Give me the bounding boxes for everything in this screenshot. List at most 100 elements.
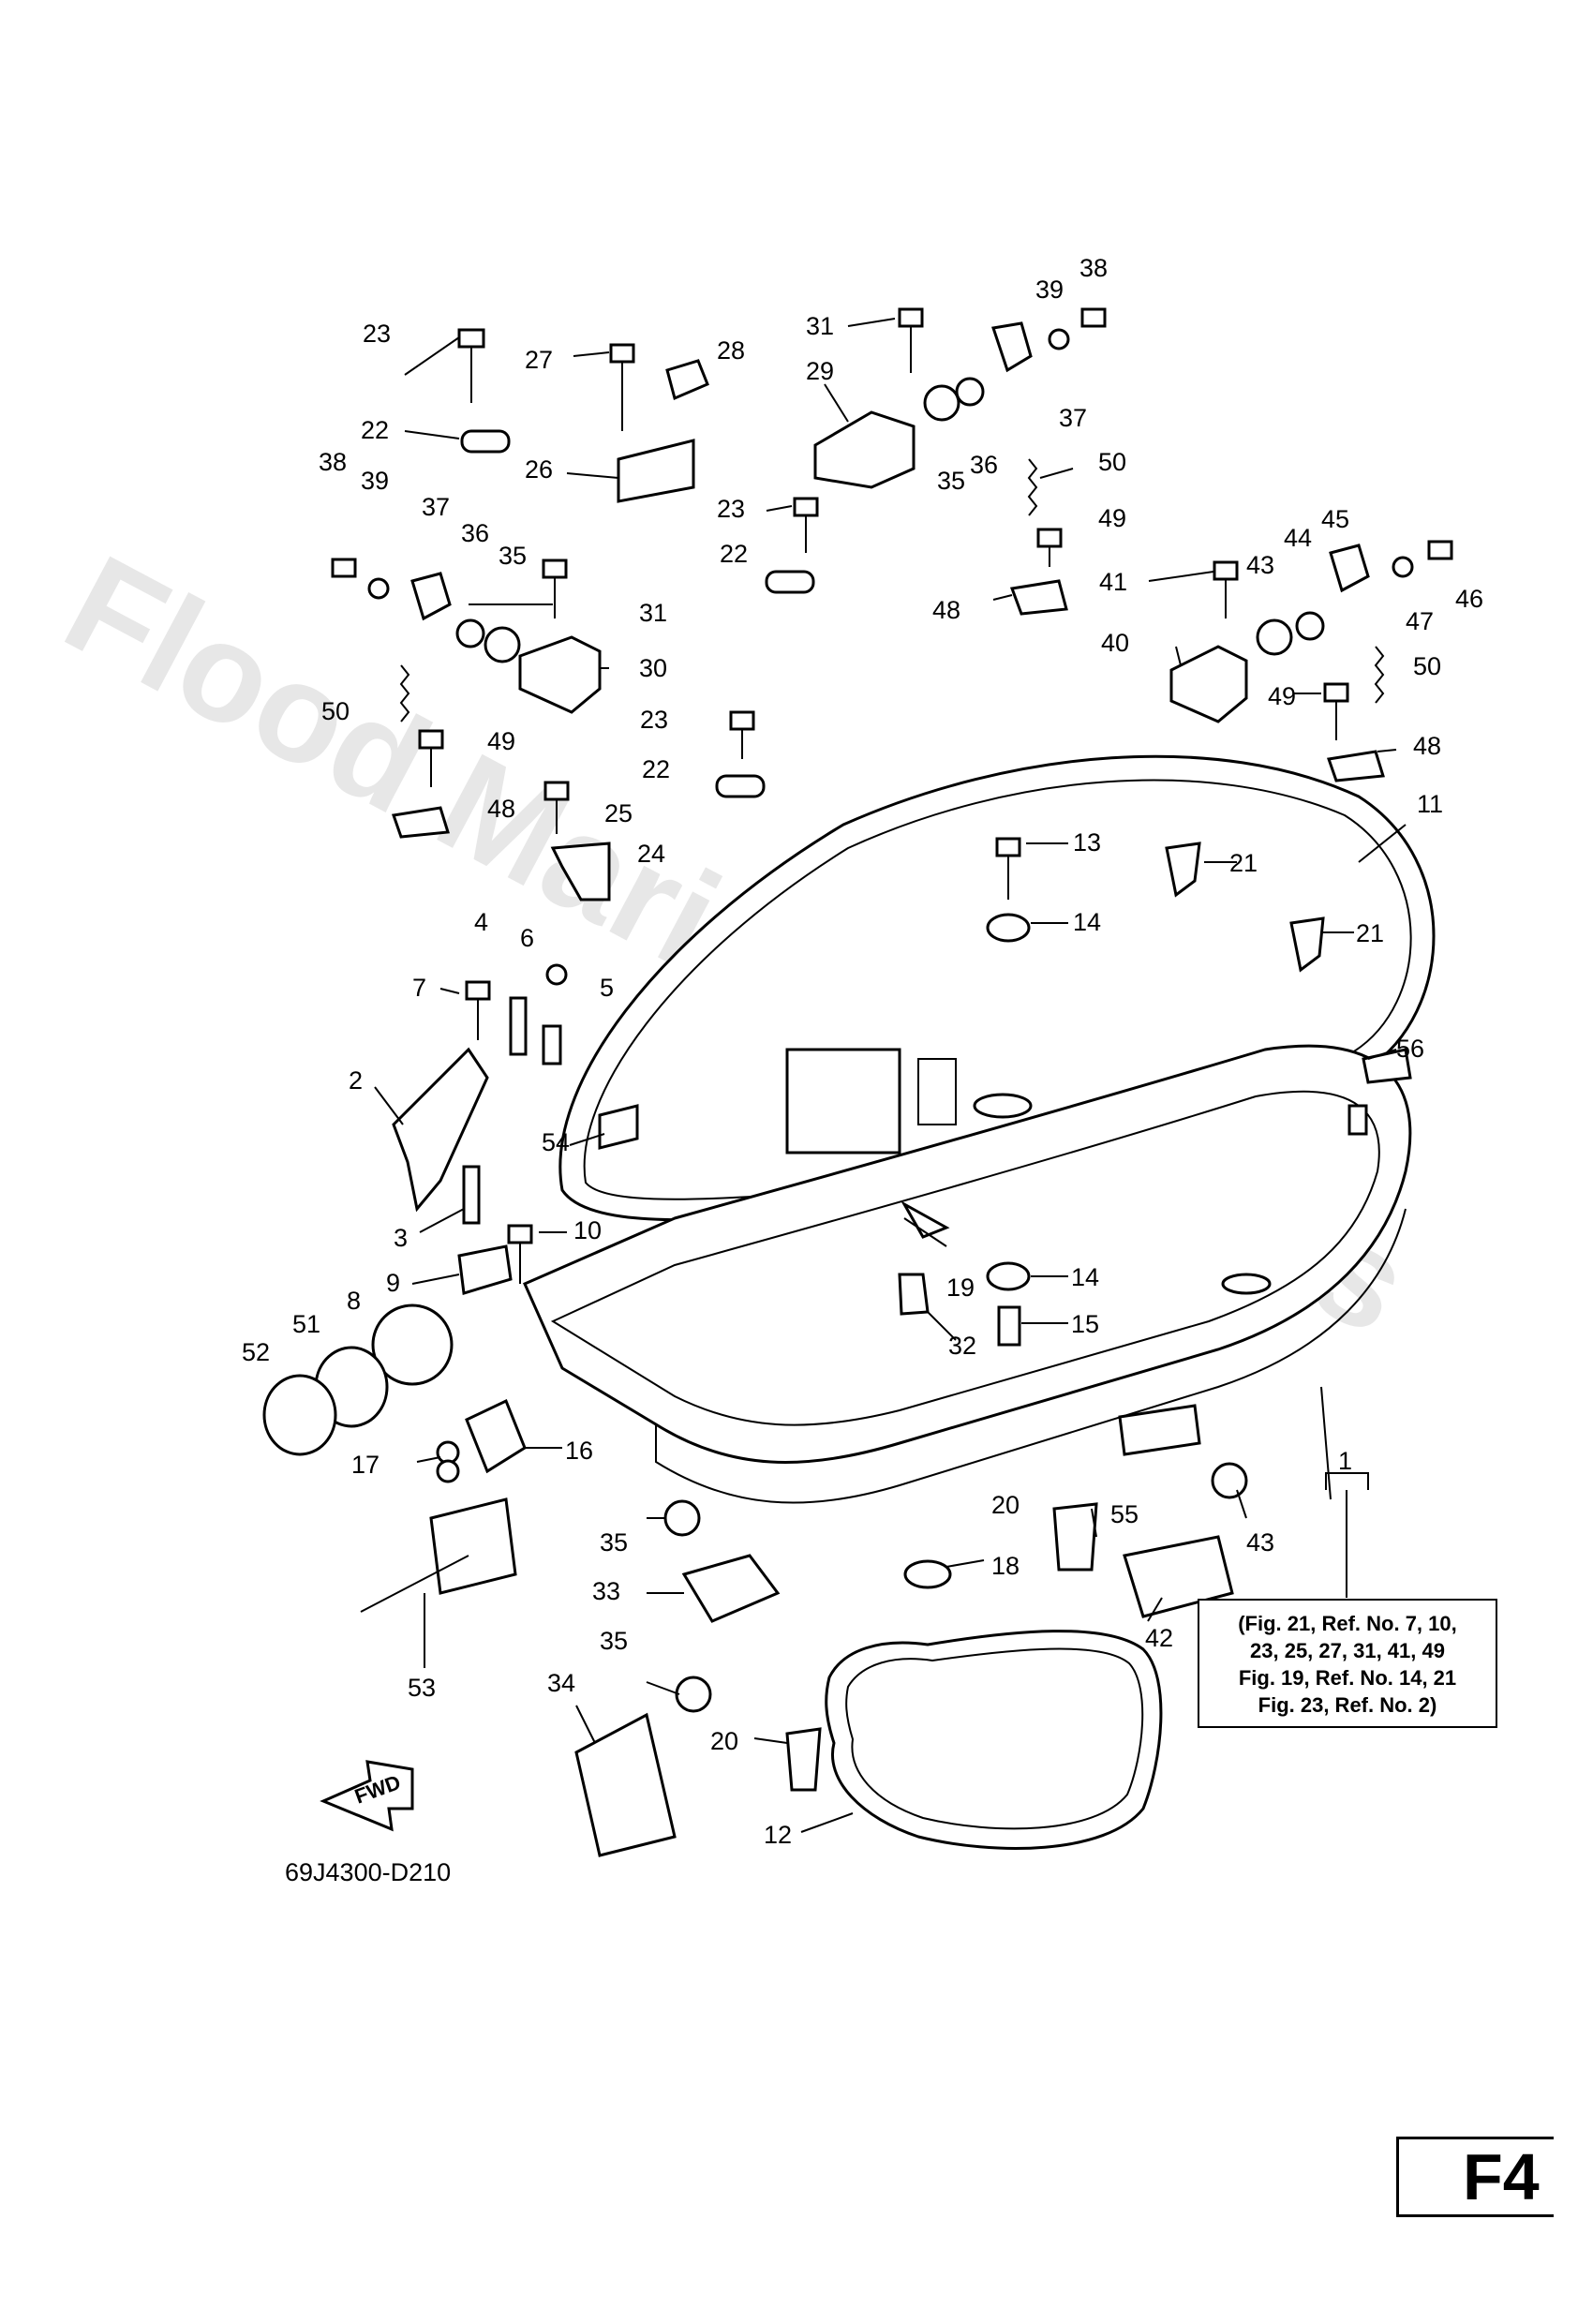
bolt-38-right	[1080, 307, 1107, 328]
callout-35: 35	[600, 1627, 628, 1655]
callout-50: 50	[1413, 652, 1441, 680]
callout-40: 40	[1101, 629, 1129, 657]
callout-50: 50	[1098, 448, 1126, 476]
callout-20: 20	[710, 1727, 738, 1755]
reference-note: (Fig. 21, Ref. No. 7, 10, 23, 25, 27, 31…	[1198, 1599, 1497, 1728]
holder-53	[429, 1497, 517, 1595]
callout-11: 11	[1417, 790, 1443, 818]
reference-note-line: (Fig. 21, Ref. No. 7, 10,	[1238, 1612, 1457, 1635]
callout-52: 52	[242, 1338, 270, 1366]
collar-15	[997, 1305, 1021, 1347]
plate-22-mid	[765, 570, 815, 594]
pad-3	[462, 1165, 481, 1225]
callout-51: 51	[292, 1310, 320, 1338]
callout-43: 43	[1246, 1528, 1274, 1557]
callout-45: 45	[1321, 505, 1349, 533]
lever-42	[1123, 1535, 1234, 1618]
callout-24: 24	[637, 840, 665, 868]
callout-7: 7	[412, 974, 426, 1002]
callout-55: 55	[1110, 1500, 1139, 1528]
grommet-20-low	[785, 1727, 822, 1792]
bolt-7	[465, 980, 491, 1040]
grommet-35-left	[484, 626, 521, 663]
bolt-23-top-left	[457, 328, 485, 403]
callout-53: 53	[408, 1674, 436, 1702]
callout-26: 26	[525, 455, 553, 484]
callout-56: 56	[1396, 1035, 1424, 1063]
callout-23: 23	[363, 320, 391, 348]
callout-37: 37	[422, 493, 450, 521]
grommet-35-low	[675, 1676, 712, 1713]
bolt-23-mid	[793, 497, 819, 553]
callout-22: 22	[361, 416, 389, 444]
callout-43: 43	[1246, 551, 1274, 579]
reference-note-line: Fig. 23, Ref. No. 2)	[1258, 1693, 1437, 1717]
grommet-35-mid	[663, 1499, 701, 1537]
bottom-seal-12	[825, 1630, 1163, 1850]
callout-3: 3	[394, 1224, 408, 1252]
cowling-body	[523, 1044, 1412, 1464]
callout-18: 18	[991, 1552, 1020, 1580]
hook-21-right	[1289, 916, 1325, 973]
callout-29: 29	[806, 357, 834, 385]
housing-29	[813, 410, 916, 489]
latch-37-right	[991, 321, 1033, 373]
callout-23: 23	[640, 706, 668, 734]
callout-9: 9	[386, 1269, 400, 1297]
callout-14: 14	[1071, 1263, 1099, 1291]
callout-38: 38	[1079, 254, 1108, 282]
callout-17: 17	[351, 1451, 380, 1479]
callout-48: 48	[1413, 732, 1441, 760]
callout-39: 39	[361, 467, 389, 495]
ref-1-bracket	[1325, 1472, 1369, 1490]
page-tag: F4	[1396, 2137, 1554, 2217]
callout-35: 35	[499, 542, 527, 570]
callout-37: 37	[1059, 404, 1087, 432]
clip-28	[665, 359, 709, 401]
bolt-31-left	[542, 559, 568, 618]
callout-39: 39	[1035, 276, 1064, 304]
callout-31: 31	[639, 599, 667, 627]
grommet-43-top	[1256, 618, 1293, 656]
grommet-8	[371, 1304, 454, 1386]
grommet-14-lower	[986, 1261, 1031, 1291]
washer-39-right	[1048, 328, 1070, 350]
small-parts	[262, 307, 1453, 1857]
callout-49: 49	[1098, 504, 1126, 532]
bracket-24	[550, 842, 611, 901]
callout-13: 13	[1073, 828, 1101, 857]
label-54	[598, 1104, 639, 1150]
clip-5	[542, 1024, 562, 1065]
callout-22: 22	[720, 540, 748, 568]
plate-9	[457, 1244, 513, 1295]
latch-37-left	[410, 572, 452, 621]
bolt-41	[1213, 560, 1239, 618]
plug-32	[898, 1273, 930, 1316]
callout-6: 6	[520, 924, 534, 952]
callout-21: 21	[1229, 849, 1258, 877]
callout-49: 49	[1268, 682, 1296, 710]
grommet-43-bottom	[1211, 1462, 1248, 1499]
clip-17b	[436, 1459, 460, 1483]
callout-8: 8	[347, 1287, 361, 1315]
bracket-48-left	[391, 806, 450, 839]
grommet-14-top	[986, 913, 1031, 943]
bolt-25	[543, 781, 570, 834]
housing-30	[518, 635, 602, 714]
grommet-36-top	[955, 377, 985, 407]
housing-40	[1169, 645, 1248, 723]
callout-31: 31	[806, 312, 834, 340]
callout-5: 5	[600, 974, 614, 1002]
lever-2	[392, 1047, 489, 1213]
bolt-49-right	[1036, 528, 1063, 567]
callout-20: 20	[991, 1491, 1020, 1519]
grommet-44	[1295, 611, 1325, 641]
bolt-49-left	[418, 729, 444, 787]
callout-50: 50	[321, 697, 350, 725]
callout-1: 1	[1338, 1447, 1352, 1475]
reference-note-line: 23, 25, 27, 31, 41, 49	[1250, 1639, 1445, 1662]
callout-19: 19	[946, 1274, 975, 1302]
hook-21-left	[1165, 842, 1201, 898]
diagram-code: 69J4300-D210	[285, 1858, 452, 1886]
